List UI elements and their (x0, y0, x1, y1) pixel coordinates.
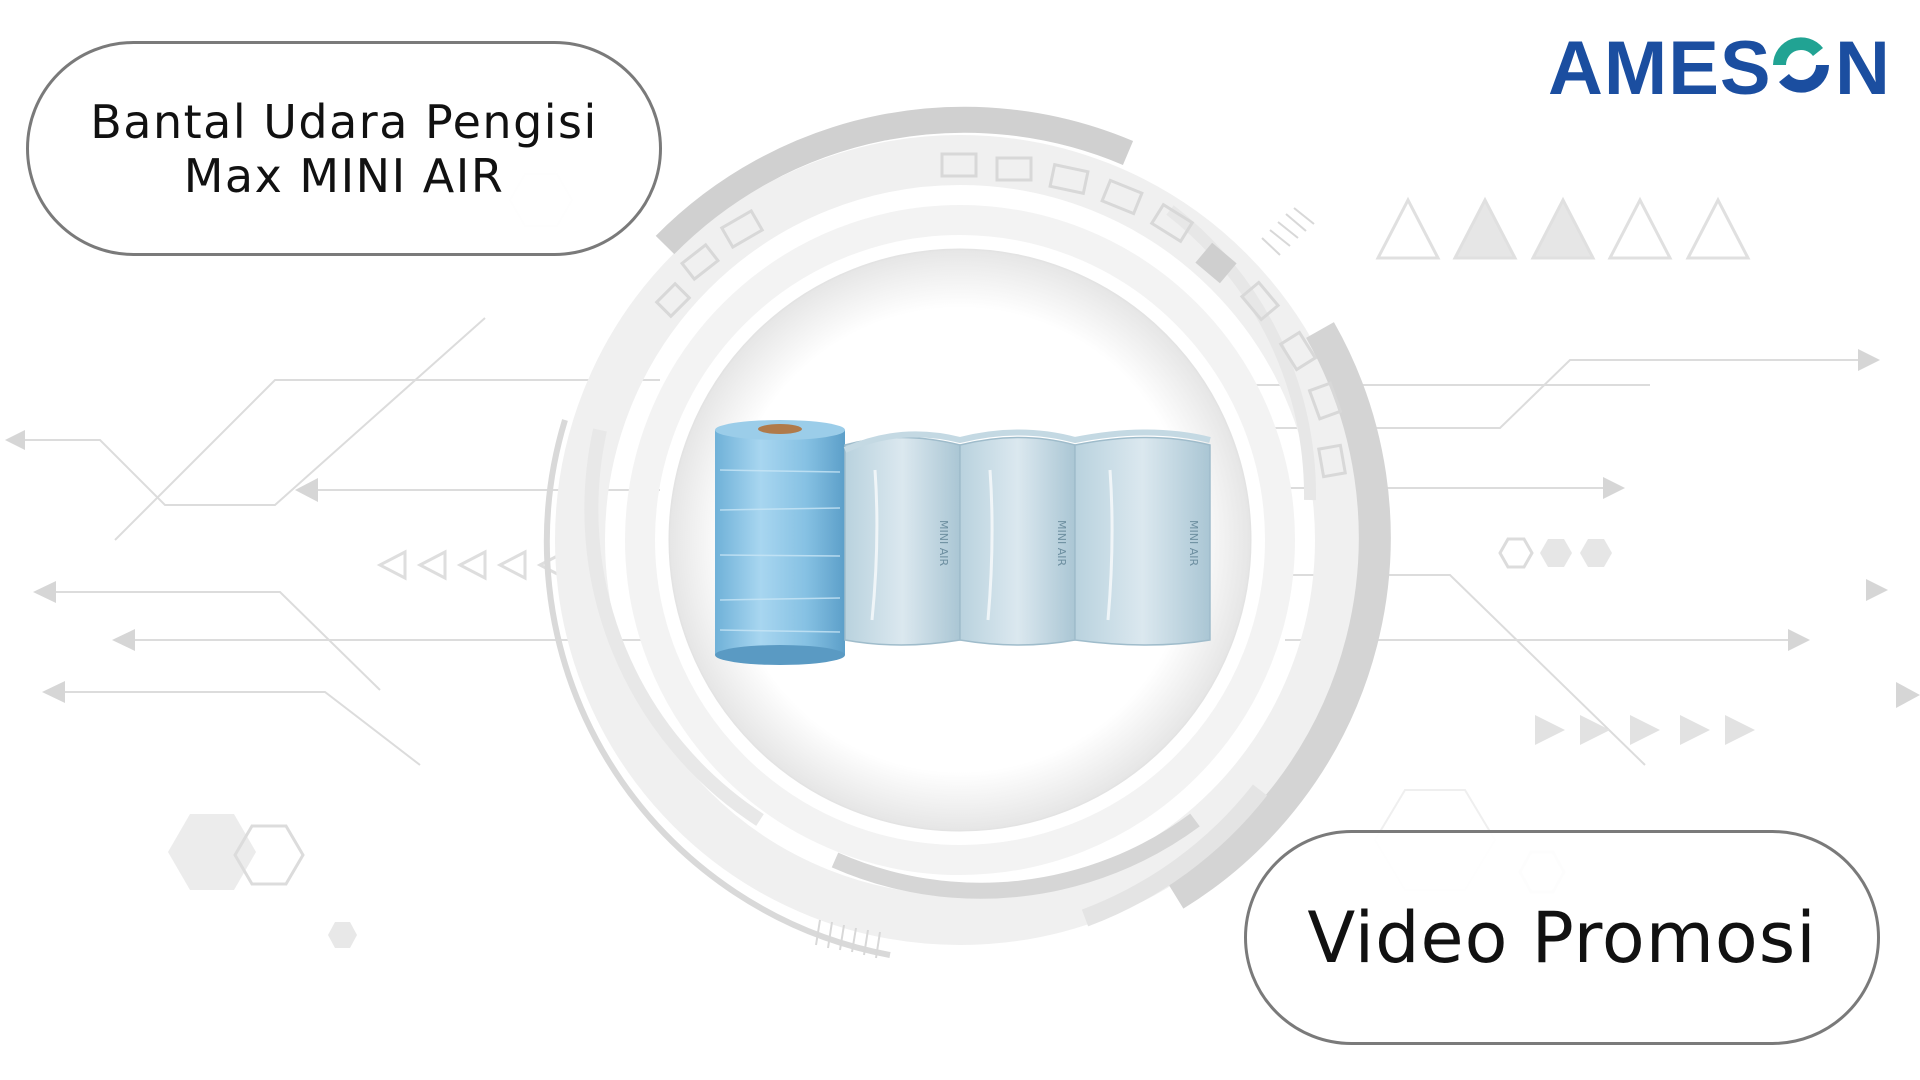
ring-arc (831, 813, 1200, 899)
logo-text-left: AMES (1548, 28, 1772, 102)
ring-block (1149, 202, 1195, 244)
hexagon-icon (1498, 537, 1534, 569)
ring-arc (584, 428, 764, 826)
title-pill: Bantal Udara Pengisi Max MINI AIR (26, 41, 662, 256)
swirl-o-icon (1773, 37, 1829, 93)
arrow-icon (112, 629, 135, 651)
triangle-icon (1685, 196, 1751, 260)
triangle-icon (1630, 715, 1660, 745)
arrow-icon (1603, 477, 1625, 499)
title-line-2: Max MINI AIR (183, 148, 505, 203)
triangle-icon (1375, 196, 1441, 260)
center-disc (670, 250, 1250, 830)
ring-block (1239, 280, 1281, 322)
ring-block (719, 208, 765, 250)
triangle-icon (1680, 715, 1710, 745)
ring-block (940, 152, 978, 178)
arrow-icon (295, 478, 318, 502)
ring-arc (1166, 205, 1317, 501)
triangle-icon (456, 549, 487, 581)
triangle-icon (416, 549, 447, 581)
arrow-icon (42, 681, 65, 703)
arrow-icon (1866, 579, 1888, 601)
logo-text-right: N (1835, 28, 1890, 102)
ring-arc (655, 106, 1134, 255)
circuit-line (45, 591, 381, 691)
arrow-icon (1788, 629, 1810, 651)
triangle-icon (1535, 715, 1565, 745)
arrow-icon (1896, 682, 1920, 708)
ring-arc (543, 419, 891, 958)
ring-block (679, 242, 721, 282)
hexagon-icon (233, 824, 305, 886)
tick-marks (815, 207, 1315, 959)
hexagon-icon (168, 814, 256, 890)
circuit-line (114, 379, 660, 541)
ring-block (1100, 178, 1144, 216)
ring-block (1048, 162, 1090, 196)
ring-arc (1081, 784, 1268, 927)
circuit-line (10, 317, 486, 506)
triangle-icon (1452, 196, 1518, 260)
ring-block (654, 281, 692, 319)
hexagon-icon (1540, 539, 1572, 567)
triangle-icon (1580, 715, 1610, 745)
ring (625, 205, 1295, 875)
triangle-icon (1725, 715, 1755, 745)
title-line-1: Bantal Udara Pengisi (90, 94, 598, 149)
ring (555, 135, 1365, 945)
triangle-icon (1607, 196, 1673, 260)
ring-arc (1166, 322, 1391, 909)
triangle-icon (496, 549, 527, 581)
arrow-icon (1858, 349, 1880, 371)
triangle-icon (376, 549, 407, 581)
ring-block (1307, 381, 1343, 421)
video-promo-button[interactable]: Video Promosi (1244, 830, 1880, 1045)
ring-block (1278, 330, 1318, 372)
arrow-icon (33, 581, 56, 603)
triangle-icon (1530, 196, 1596, 260)
video-promo-label: Video Promosi (1307, 896, 1817, 979)
ameson-logo: AMES N (1548, 28, 1890, 102)
ring-block (1316, 443, 1348, 479)
ring-block (995, 156, 1033, 182)
circuit-line (50, 691, 421, 766)
hexagon-icon (1580, 539, 1612, 567)
ring-block (1195, 242, 1237, 284)
arrow-icon (5, 430, 25, 450)
hexagon-icon (328, 922, 357, 948)
